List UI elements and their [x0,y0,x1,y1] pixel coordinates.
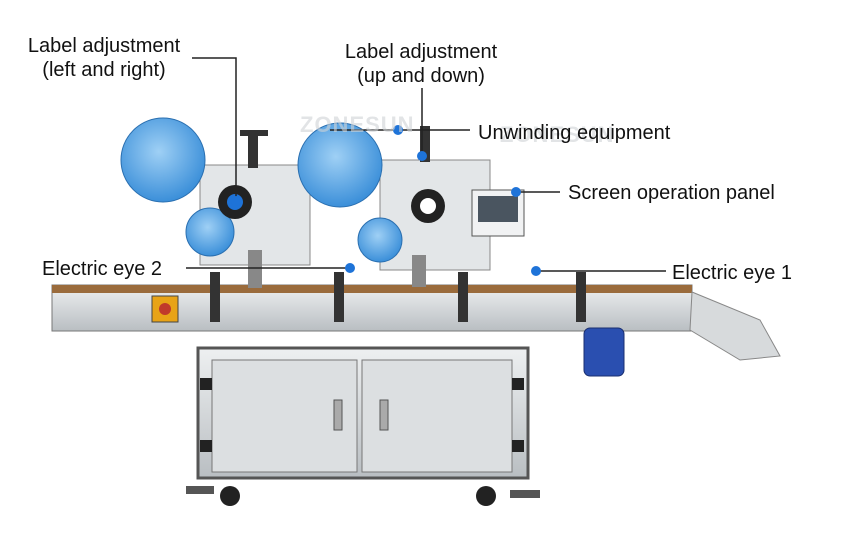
callout-eye2: Electric eye 2 [42,258,163,280]
callout-screen: Screen operation panel [568,182,775,204]
callout-lr-line1: Label adjustment [27,35,181,57]
conveyor-guides [210,272,586,322]
callout-dots [231,125,541,276]
callout-label-lr: Label adjustment (left and right) [14,34,194,82]
callout-unwinding: Unwinding equipment [478,122,671,144]
machine-cabinet [196,346,530,480]
callout-ud-line1: Label adjustment [344,41,498,63]
watermark: ZONESUN [500,122,615,147]
label-head-left [120,117,311,288]
caster-wheels [186,486,540,506]
callout-label-ud: Label adjustment (up and down) [326,40,516,88]
callout-ud-line2: (up and down) [357,65,485,87]
watermark: ZONESUN [300,112,415,137]
label-head-right [297,122,525,287]
callout-lr-line2: (left and right) [42,59,166,81]
callout-eye1: Electric eye 1 [672,262,793,284]
